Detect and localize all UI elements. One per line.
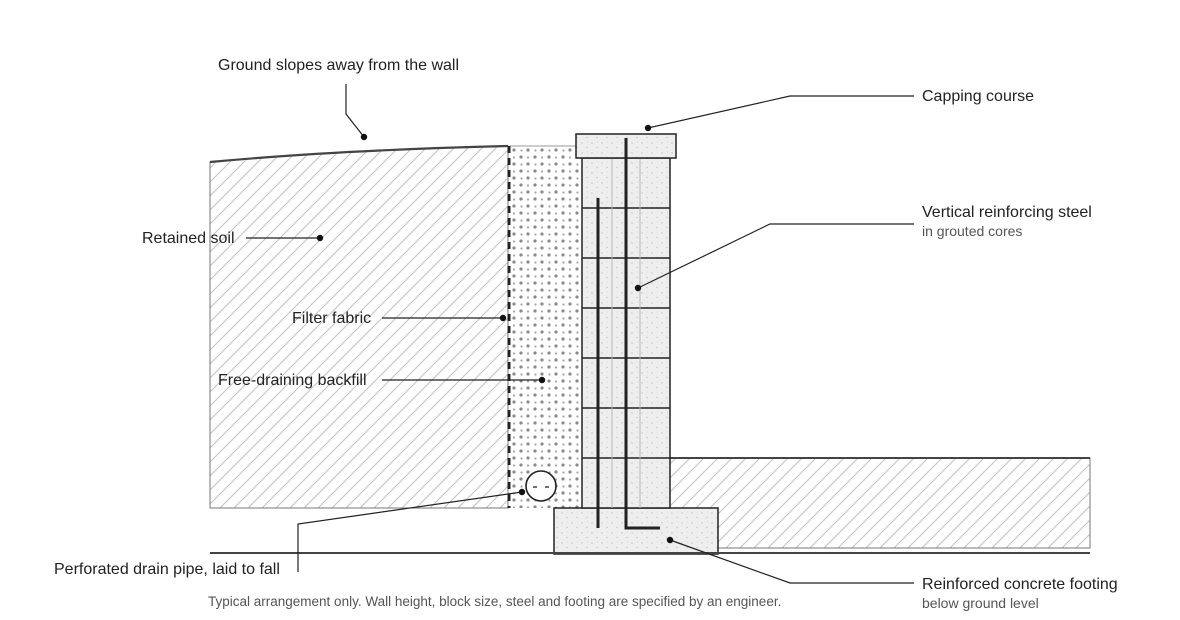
- ground-slope-dot: [360, 133, 368, 141]
- drain-pipe-label: Perforated drain pipe, laid to fall: [54, 561, 280, 578]
- front-soil-area: [669, 457, 1091, 549]
- drain-pipe-dot: [518, 488, 526, 496]
- vertical-steel-leader: [637, 223, 914, 289]
- footing-label: Reinforced concrete footing: [922, 576, 1118, 593]
- vertical-rebar-long: [624, 138, 660, 530]
- vertical-steel-sublabel: in grouted cores: [922, 223, 1022, 239]
- retained-soil-area: [209, 145, 509, 509]
- ground-surface-line: [209, 144, 509, 164]
- ground-slope-label: Ground slopes away from the wall: [218, 57, 459, 74]
- backfill-dot: [538, 376, 546, 384]
- retained-soil-label: Retained soil: [142, 230, 235, 247]
- vertical-steel-label: Vertical reinforcing steel: [922, 204, 1092, 221]
- footnote: Typical arrangement only. Wall height, b…: [208, 594, 781, 609]
- filter-fabric-label: Filter fabric: [292, 310, 371, 327]
- backfill-label: Free-draining backfill: [218, 372, 367, 389]
- footing-leader: [669, 539, 914, 584]
- vertical-steel-dot: [634, 284, 642, 292]
- filter-fabric-dot: [499, 314, 507, 322]
- retained-soil-dot: [316, 234, 324, 242]
- footing-dot: [666, 536, 674, 544]
- capping-leader: [647, 95, 914, 129]
- drain-pipe: [525, 470, 557, 502]
- backfill-area: [510, 146, 582, 508]
- footing: [553, 507, 719, 555]
- footing-sublabel: below ground level: [922, 595, 1039, 611]
- capping-label: Capping course: [922, 88, 1034, 105]
- drain-pipe-leader: [297, 491, 523, 572]
- capping-dot: [644, 124, 652, 132]
- grout-core-lines: [611, 158, 641, 508]
- ground-slope-leader: [345, 84, 365, 138]
